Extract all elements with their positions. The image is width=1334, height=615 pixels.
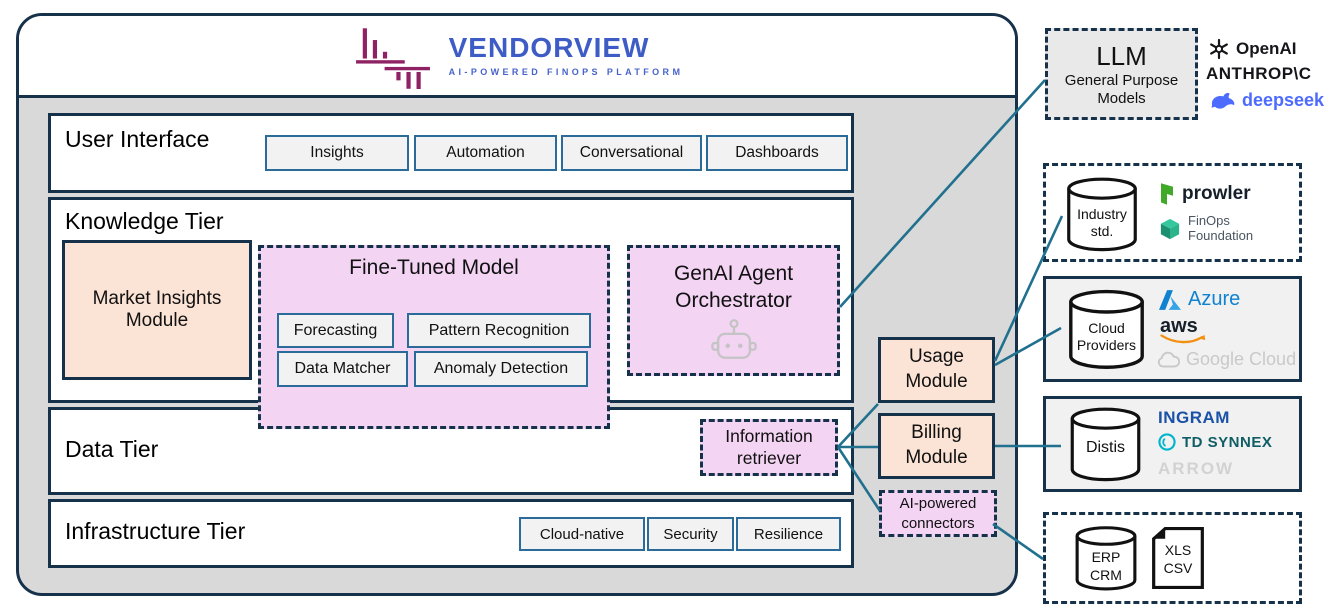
- deepseek-whale-icon: [1211, 92, 1235, 109]
- deepseek-label: deepseek: [1242, 90, 1325, 110]
- ingram-label: INGRAM: [1158, 408, 1230, 427]
- anthropic-logo: ANTHROP\C: [1206, 64, 1312, 84]
- prowler-logo: prowler: [1158, 182, 1251, 206]
- brand-tagline: AI-POWERED FINOPS PLATFORM: [448, 67, 684, 77]
- industry-db-label: Industry std.: [1077, 206, 1127, 239]
- tier-title-knowledge: Knowledge Tier: [65, 208, 224, 234]
- database-icon: [1070, 407, 1141, 482]
- robot-icon: [710, 318, 757, 359]
- google-cloud-label: Google Cloud: [1186, 349, 1297, 369]
- information-retriever: Information retriever: [700, 419, 838, 476]
- arrow-logo: ARROW: [1158, 459, 1234, 479]
- azure-logo: Azure: [1158, 288, 1240, 311]
- fine-tuned-model-title: Fine-Tuned Model: [349, 256, 519, 279]
- infra-chip-resilience: Resilience: [736, 517, 841, 551]
- cloud-db-label: Cloud Providers: [1076, 320, 1137, 353]
- ft-chip-pattern-recognition: Pattern Recognition: [407, 313, 591, 348]
- google-cloud-logo: Google Cloud: [1156, 349, 1296, 370]
- ingram-logo: INGRAM: [1158, 408, 1230, 428]
- google-cloud-icon: [1157, 351, 1180, 367]
- cloud-db: Cloud Providers: [1064, 288, 1149, 370]
- ui-chip-conversational: Conversational: [561, 135, 702, 171]
- prowler-label: prowler: [1182, 183, 1251, 204]
- market-insights-module: Market Insights Module: [62, 240, 252, 380]
- prowler-icon: [1161, 183, 1173, 205]
- industry-std-box: Industry std. prowler FinOps Foundation: [1043, 163, 1302, 262]
- ft-chip-forecasting: Forecasting: [277, 313, 394, 348]
- distis-db-label: Distis: [1085, 439, 1126, 456]
- database-icon: [1067, 177, 1137, 252]
- cloud-providers-box: Cloud Providers Azure aws Google Cloud: [1043, 276, 1302, 382]
- data-sources-box: ERP CRM XLS CSV: [1043, 512, 1302, 604]
- td-synnex-label: TD SYNNEX: [1182, 433, 1273, 451]
- infra-chip-security: Security: [647, 517, 734, 551]
- aws-logo: aws: [1160, 315, 1206, 344]
- aws-label: aws: [1160, 315, 1198, 337]
- ui-chip-automation: Automation: [414, 135, 557, 171]
- infra-chip-cloud-native: Cloud-native: [519, 517, 645, 551]
- finops-label: FinOps Foundation: [1188, 213, 1254, 243]
- deepseek-logo: deepseek: [1210, 90, 1324, 111]
- llm-subtitle: General Purpose Models: [1064, 71, 1179, 107]
- openai-icon: [1210, 38, 1228, 60]
- genai-agent-orchestrator-label: GenAI Agent Orchestrator: [673, 262, 794, 312]
- erp-crm-label: ERP CRM: [1090, 549, 1122, 583]
- azure-icon: [1158, 289, 1182, 310]
- azure-label: Azure: [1188, 288, 1241, 310]
- tier-title-user-interface: User Interface: [65, 126, 210, 152]
- vendorview-logo-icon: [355, 27, 430, 89]
- distis-box: Distis INGRAM TD SYNNEX ARROW: [1043, 396, 1302, 492]
- ft-chip-anomaly-detection: Anomaly Detection: [414, 351, 588, 387]
- industry-db: Industry std.: [1061, 176, 1143, 252]
- finops-foundation-logo: FinOps Foundation: [1158, 213, 1254, 244]
- xls-csv-label: XLS CSV: [1163, 542, 1193, 576]
- genai-agent-orchestrator: GenAI Agent Orchestrator: [627, 245, 840, 376]
- header: VENDORVIEW AI-POWERED FINOPS PLATFORM: [19, 16, 1015, 98]
- database-icon: [1069, 289, 1144, 369]
- usage-module: Usage Module: [878, 337, 995, 403]
- tier-title-infrastructure: Infrastructure Tier: [65, 518, 246, 544]
- database-icon: [1075, 526, 1137, 591]
- td-synnex-logo: TD SYNNEX: [1158, 433, 1272, 451]
- erp-crm-db: ERP CRM: [1071, 525, 1141, 591]
- distis-db: Distis: [1064, 406, 1147, 482]
- xls-csv-doc: XLS CSV: [1151, 526, 1205, 590]
- openai-label: OpenAI: [1236, 39, 1297, 58]
- td-synnex-icon: [1158, 433, 1176, 451]
- llm-title: LLM: [1096, 40, 1147, 71]
- document-icon: [1152, 526, 1204, 590]
- ui-chip-dashboards: Dashboards: [706, 135, 848, 171]
- arrow-label: ARROW: [1158, 459, 1235, 478]
- brand-block: VENDORVIEW AI-POWERED FINOPS PLATFORM: [448, 32, 684, 78]
- brand-name: VENDORVIEW: [448, 32, 650, 63]
- finops-cube-icon: [1160, 218, 1180, 240]
- billing-module: Billing Module: [878, 413, 995, 479]
- tier-title-data: Data Tier: [65, 436, 159, 462]
- aws-smile-icon: [1160, 334, 1206, 344]
- anthropic-label: ANTHROP\C: [1206, 64, 1312, 83]
- llm-box: LLM General Purpose Models: [1045, 28, 1198, 120]
- ft-chip-data-matcher: Data Matcher: [277, 351, 408, 387]
- ui-chip-insights: Insights: [265, 135, 409, 171]
- ai-powered-connectors: AI-powered connectors: [879, 490, 997, 537]
- openai-logo: OpenAI: [1208, 38, 1296, 60]
